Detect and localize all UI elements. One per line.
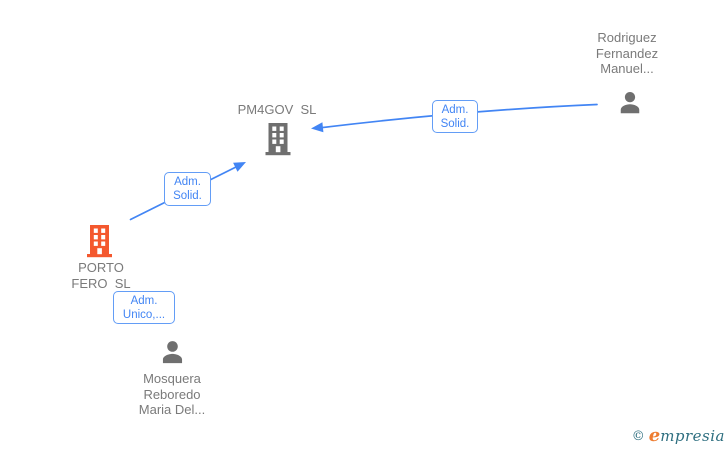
company-label-porto-fero[interactable]: PORTO FERO SL (41, 260, 161, 291)
person-icon (620, 92, 640, 114)
arrowhead-pm4gov-left (311, 122, 324, 133)
edge-label-line: Adm. (174, 176, 201, 188)
label-line: Fernandez (595, 45, 659, 61)
person-icon (162, 341, 183, 364)
person-icon-mosquera[interactable] (157, 336, 188, 367)
label-line: Mosquera (143, 371, 201, 386)
edge-label-line: Unico,... (122, 308, 166, 321)
building-icon (87, 225, 112, 258)
brand-initial: e (648, 425, 661, 446)
company-icon-porto-fero[interactable] (84, 224, 115, 258)
edge-label-line: Adm. (441, 103, 469, 116)
label-line: PORTO (78, 260, 124, 275)
empresia-logo: ©empresia (632, 425, 725, 446)
person-icon-rodriguez[interactable] (615, 87, 645, 117)
person-label-rodriguez[interactable]: Rodriguez Fernandez Manuel... (567, 30, 687, 77)
company-icon-pm4gov[interactable] (263, 121, 293, 157)
edge-label-mosquera-porto: Adm. Unico,... (113, 291, 175, 324)
edge-label-line: Solid. (173, 190, 202, 202)
person-label-mosquera[interactable]: Mosquera Reboredo Maria Del... (112, 371, 232, 418)
building-icon (265, 123, 291, 156)
company-label-pm4gov[interactable]: PM4GOV SL (217, 102, 337, 118)
arrowhead-pm4gov-lower (233, 162, 246, 172)
label-line: Reboredo (143, 386, 201, 402)
edge-label-line: Solid. (440, 117, 470, 130)
label-line: PM4GOV SL (237, 102, 317, 117)
label-line: Rodriguez (597, 30, 657, 45)
edge-label-porto-pm4gov: Adm. Solid. (164, 172, 211, 206)
label-line: Manuel... (600, 61, 654, 76)
edge-label-rodriguez-pm4gov: Adm. Solid. (432, 100, 478, 133)
copyright-icon: © (631, 429, 645, 444)
brand-name: mpresia (660, 427, 725, 445)
label-line: Maria Del... (138, 402, 206, 417)
label-line: FERO SL (71, 275, 131, 291)
edge-label-line: Adm. (130, 294, 158, 307)
